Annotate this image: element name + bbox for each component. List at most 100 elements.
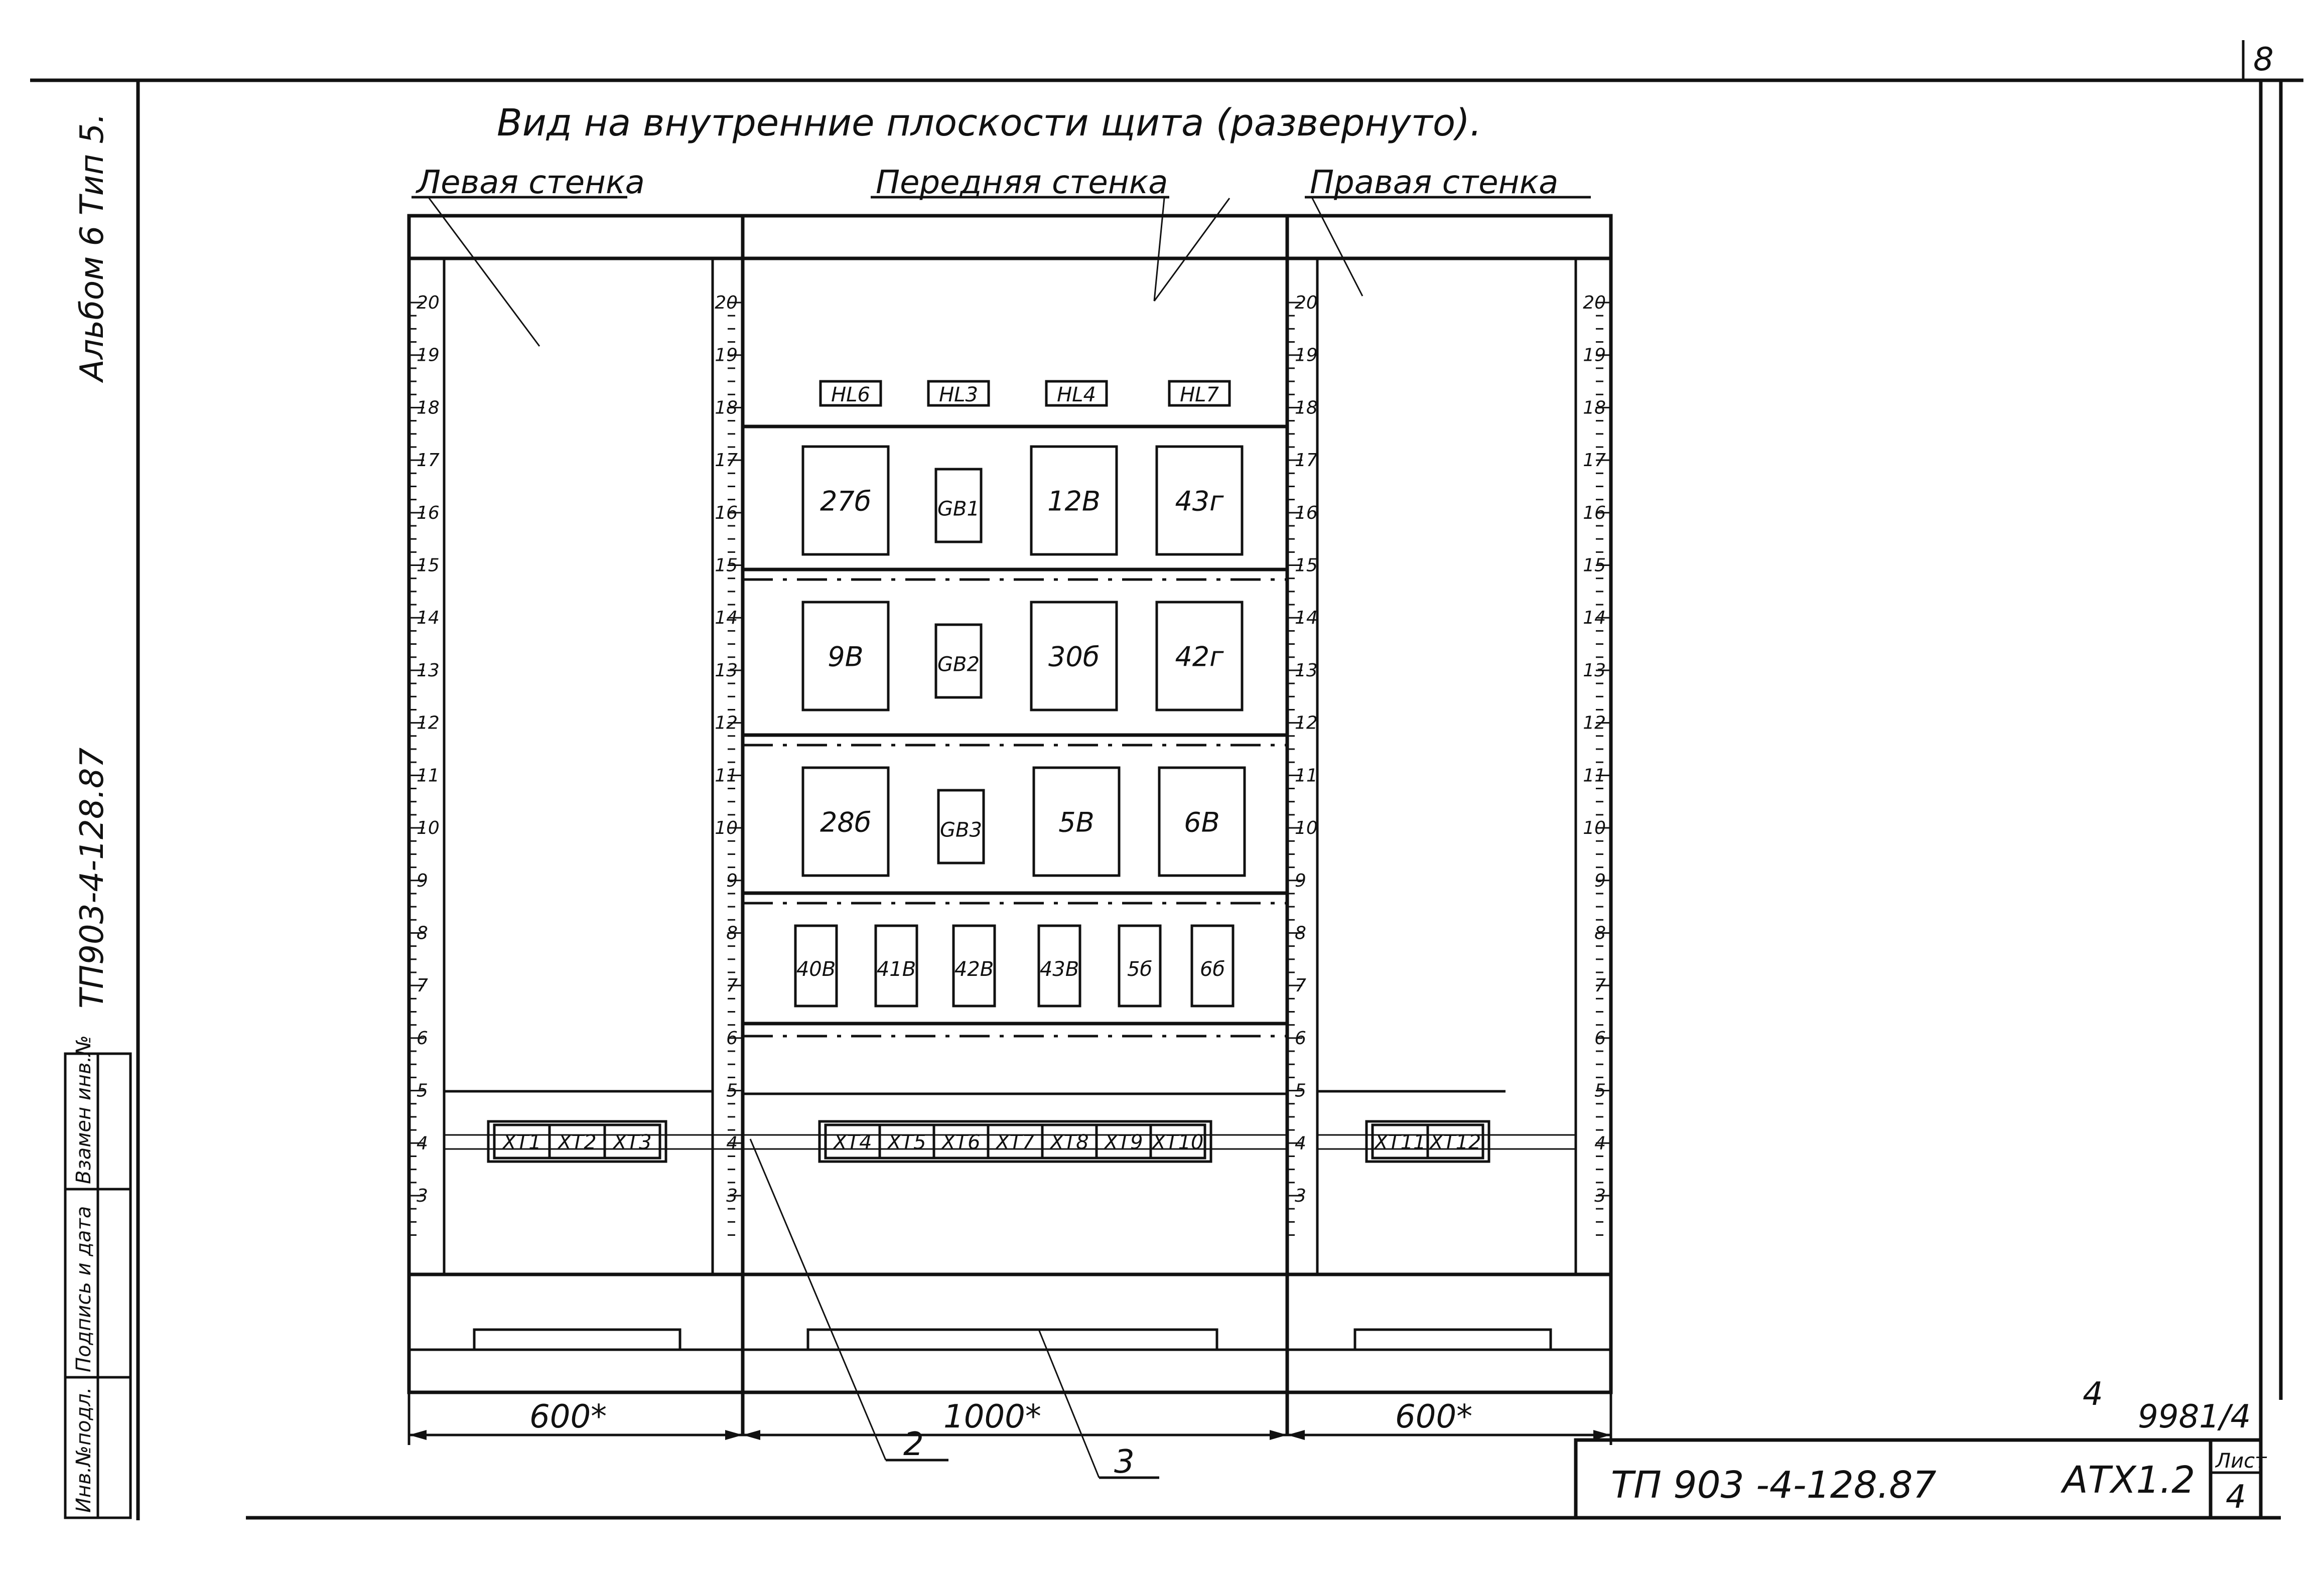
scale-left-outer-label: 4 — [417, 1133, 428, 1154]
terminal-label: XT3 — [612, 1131, 651, 1154]
device-row4 — [794, 924, 838, 1008]
wall-label-front: Передняя стенка — [876, 164, 1168, 201]
scale-left-inner-label: 14 — [715, 608, 738, 628]
scale-right-outer-label: 14 — [1583, 608, 1606, 628]
scale-right-outer-label: 10 — [1583, 818, 1606, 838]
stamp-column — [64, 1052, 132, 1519]
scale-right-outer-label: 6 — [1594, 1028, 1606, 1049]
device-row3 — [1158, 766, 1246, 877]
title-sheet-label: Лист — [2215, 1450, 2267, 1473]
wall-label-right: Правая стенка — [1310, 164, 1558, 201]
lamp-hl6 — [819, 380, 882, 407]
scale-right-outer-label: 16 — [1583, 503, 1606, 523]
device-label: 28б — [820, 807, 871, 838]
device-row3 — [1032, 766, 1121, 877]
device-label: 42г — [1175, 641, 1224, 673]
device-label: 6б — [1200, 958, 1225, 981]
scale-left-outer-label: 10 — [417, 818, 440, 838]
callout-leaders — [749, 1138, 1159, 1479]
plinth-plates — [473, 1328, 1552, 1351]
callout-3: 3 — [1114, 1444, 1135, 1481]
device-row3 — [801, 766, 890, 877]
device-label: 30б — [1048, 641, 1100, 673]
scale-right-outer-label: 15 — [1583, 555, 1606, 576]
scale-left-inner-label: 20 — [715, 293, 738, 313]
device-label: 41В — [877, 958, 916, 981]
wall-label-left: Левая стенка — [416, 164, 645, 201]
scale-right-inner-label: 11 — [1295, 765, 1318, 786]
terminal-label: XT2 — [557, 1131, 596, 1154]
scale-left-outer-label: 20 — [417, 293, 440, 313]
device-row3 — [937, 789, 985, 865]
terminal-label: XT9 — [1103, 1131, 1143, 1154]
device-label: 43г — [1175, 486, 1224, 517]
side-doc-code: ТП903-4-128.87 — [74, 748, 111, 1009]
stamp-cell-inv: Инв.№подл. — [72, 1387, 95, 1513]
lamp-hl7 — [1168, 380, 1231, 407]
scale-left-inner-label: 5 — [726, 1081, 738, 1101]
terminal-label: XT11 — [1374, 1131, 1426, 1154]
device-label: 27б — [820, 486, 871, 517]
scale-left-inner-label: 7 — [726, 975, 738, 996]
lamp-label: HL6 — [831, 383, 870, 406]
terminal-front-frame — [818, 1120, 1212, 1163]
scale-left-inner-label: 11 — [715, 765, 738, 786]
scale-right-inner-label: 8 — [1295, 923, 1306, 943]
terminal-label: XT7 — [995, 1131, 1035, 1154]
scale-right-outer-label: 5 — [1594, 1081, 1606, 1101]
inventory-note: 9981/4 — [2138, 1398, 2251, 1435]
sheet-title: Вид на внутренние плоскости щита (развер… — [497, 101, 1481, 145]
device-label: 40В — [796, 958, 836, 981]
scale-right-inner-label: 10 — [1295, 818, 1318, 838]
scale-left-outer-label: 8 — [417, 923, 428, 943]
scale-left-outer-label: 19 — [417, 345, 440, 366]
device-label: 42В — [954, 958, 994, 981]
rail-strips — [407, 257, 1612, 1276]
scale-right-inner-label: 14 — [1295, 608, 1318, 628]
title-sheet-code: АТХ1.2 — [2061, 1459, 2195, 1502]
sheet-corner-number: 8 — [2253, 41, 2274, 78]
scale-left-inner-label: 10 — [715, 818, 738, 838]
terminal-label: XT1 — [501, 1131, 541, 1154]
lamp-label: HL3 — [939, 383, 978, 406]
scale-left-inner-label: 6 — [726, 1028, 738, 1049]
dimension-front: 1000* — [943, 1398, 1041, 1435]
device-row1 — [934, 468, 983, 543]
device-row1 — [801, 445, 890, 556]
scale-right-outer-label: 20 — [1583, 293, 1606, 313]
terminal-left-frame — [487, 1120, 667, 1163]
scale-right-outer-label: 13 — [1583, 660, 1606, 681]
scale-right-outer-label: 9 — [1594, 871, 1606, 891]
album-label: Альбом 6 Тип 5. — [74, 113, 111, 383]
scale-left-outer-label: 7 — [417, 975, 428, 996]
terminal-label: XT8 — [1049, 1131, 1088, 1154]
device-row2 — [934, 623, 983, 699]
scale-right-outer-label: 8 — [1594, 923, 1606, 943]
terminal-label: XT6 — [940, 1131, 980, 1154]
scale-right-inner-label: 19 — [1295, 345, 1318, 366]
scale-left-inner-label: 13 — [715, 660, 738, 681]
scale-left-inner-label: 3 — [726, 1186, 738, 1206]
dimension-line — [407, 1392, 1612, 1445]
device-label: GB2 — [937, 653, 980, 676]
scale-left-outer-label: 18 — [417, 397, 440, 418]
scale-left-inner-label: 17 — [715, 450, 738, 471]
scale-left-outer-label: 9 — [417, 871, 428, 891]
scale-right-inner-label: 12 — [1295, 713, 1318, 734]
terminal-block — [1426, 1123, 1484, 1160]
scale-left-inner-label: 12 — [715, 713, 738, 734]
terminal-label: XT10 — [1151, 1131, 1204, 1154]
device-row2 — [1155, 601, 1244, 711]
device-label: 9В — [828, 641, 863, 673]
scale-right-outer-label: 19 — [1583, 345, 1606, 366]
scale-right-outer-label: 18 — [1583, 397, 1606, 418]
terminal-block — [603, 1123, 661, 1160]
terminal-label: XT4 — [832, 1131, 872, 1154]
terminal-right-frame — [1365, 1120, 1490, 1163]
scale-right-inner-label: 18 — [1295, 397, 1318, 418]
scale-left-inner-label: 19 — [715, 345, 738, 366]
scale-right-inner-label: 9 — [1295, 871, 1306, 891]
